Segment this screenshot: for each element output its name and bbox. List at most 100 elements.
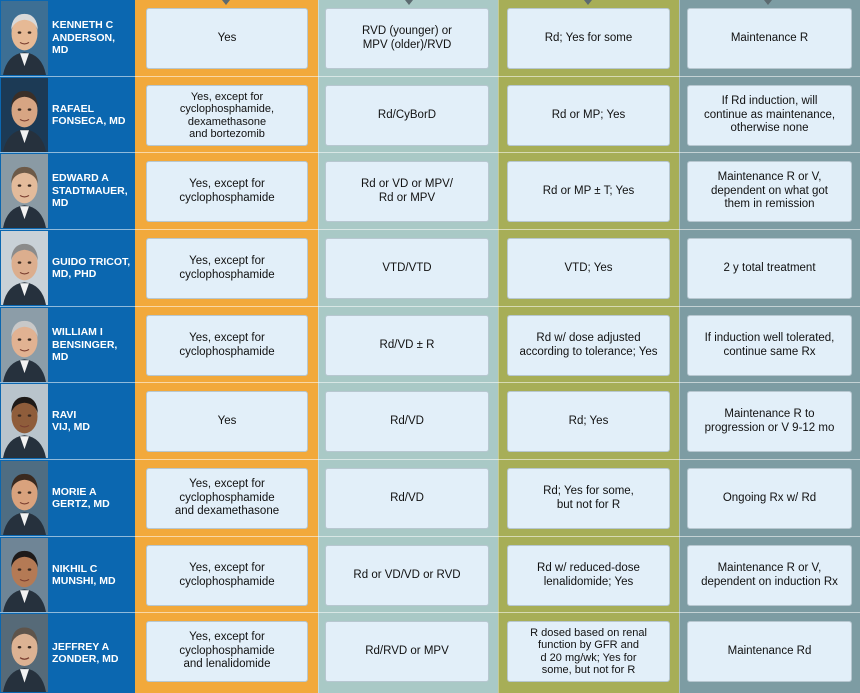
cell-column-3: Rd; Yes [507,391,670,452]
panelist-photo-image [1,154,48,228]
panelist-name-line: STADTMAUER, [52,184,128,197]
column-divider [318,0,319,693]
cell-line: Rd; Yes for some, [543,485,634,497]
cell-line: If Rd induction, will [721,95,818,108]
panelist-name-line: RAFAEL [52,102,94,115]
cell-line: dependent on induction Rx [701,575,838,588]
cell-line: Yes [217,414,237,427]
cell-text: Rd/RVD or MPV [365,645,449,659]
panelist-photo-image [1,308,48,382]
panelist-photo-image [1,538,48,612]
panelist-name-text: GUIDO TRICOT,MD, PHD [52,256,130,281]
cell-line: VTD/VTD [382,261,432,274]
cell-text: Rd; Yes [569,415,609,429]
cell-line: Maintenance R or V, [717,171,822,184]
cell-text: Rd or VD or MPV/Rd or MPV [361,178,453,205]
cell-text: Maintenance R [731,32,808,46]
cell-column-4: Maintenance R or V,dependent on what got… [687,161,852,222]
cell-text: Rd; Yes for some [545,32,633,46]
cell-line: MPV (older)/RVD [362,38,452,51]
cell-text: Rd/CyBorD [378,109,436,123]
panelist-photo-image [1,384,48,458]
cell-column-3: Rd or MP; Yes [507,85,670,146]
row-separator [0,229,860,230]
cell-line: some, but not for R [541,664,636,676]
panelist-photo [1,384,48,458]
cell-text: Rd/VD [390,415,424,429]
cell-text: 2 y total treatment [723,262,815,276]
cell-column-4: If induction well tolerated,continue sam… [687,315,852,376]
cell-line: Yes, except for [189,178,265,190]
column-arrow-icon [584,0,592,5]
cell-column-2: Rd/VD ± R [325,315,489,376]
cell-column-3: VTD; Yes [507,238,670,299]
cell-text: Rd or MP; Yes [552,109,626,123]
cell-text: Maintenance R or V,dependent on inductio… [701,562,838,589]
cell-column-3: Rd or MP ± T; Yes [507,161,670,222]
cell-line: cyclophosphamide [179,644,275,657]
cell-column-4: Maintenance R or V,dependent on inductio… [687,545,852,606]
panelist-name-line: KENNETH C [52,19,114,32]
cell-column-3: Rd; Yes for some,but not for R [507,468,670,529]
cell-column-4: Maintenance Rd [687,621,852,682]
cell-line: Yes, except for [189,562,265,574]
row-separator [0,459,860,460]
cell-line: Yes, except for [190,90,264,103]
cell-column-2: Rd/CyBorD [325,85,489,146]
cell-line: Rd/VD [390,491,424,504]
cell-column-2: VTD/VTD [325,238,489,299]
cell-line: and dexamethasone [174,505,280,518]
cell-line: dependent on what got [710,184,829,197]
panelist-photo [1,231,48,305]
panelist-name: GUIDO TRICOT,MD, PHD [52,230,134,306]
column-arrow-icon [405,0,413,5]
panelist-name-line: MUNSHI, MD [52,575,116,587]
cell-text: Ongoing Rx w/ Rd [723,492,816,506]
cell-text: Rd or VD/VD or RVD [353,569,460,583]
cell-line: Rd or MP ± T; Yes [542,184,635,197]
cell-text: If induction well tolerated,continue sam… [705,332,835,359]
cell-line: 2 y total treatment [723,261,816,274]
cell-line: Rd; Yes for some [544,31,633,44]
cell-line: and lenalidomide [183,658,271,671]
cell-text: Yes [218,415,237,429]
cell-line: RVD (younger) or [362,25,452,37]
cell-line: and bortezomib [189,128,265,140]
cell-column-4: 2 y total treatment [687,238,852,299]
row-separator [0,382,860,383]
cell-line: Rd/CyBorD [377,108,437,121]
panelist-name-line: JEFFREY A [52,640,110,653]
panelist-name-line: ANDERSON, MD [52,31,116,57]
cell-line: Ongoing Rx w/ Rd [722,491,817,504]
cell-line: cyclophosphamide [179,268,275,281]
panelist-name-line: GUIDO TRICOT, [52,255,131,268]
cell-line: Rd w/ dose adjusted [536,332,641,344]
row-separator [0,536,860,537]
panelist-name-line: MD [52,351,69,364]
cell-text: Rd/VD [390,492,424,506]
cell-line: Yes [217,31,237,44]
panelist-photo [1,461,48,535]
cell-column-2: Rd/VD [325,391,489,452]
cell-line: cyclophosphamide, [179,103,275,115]
